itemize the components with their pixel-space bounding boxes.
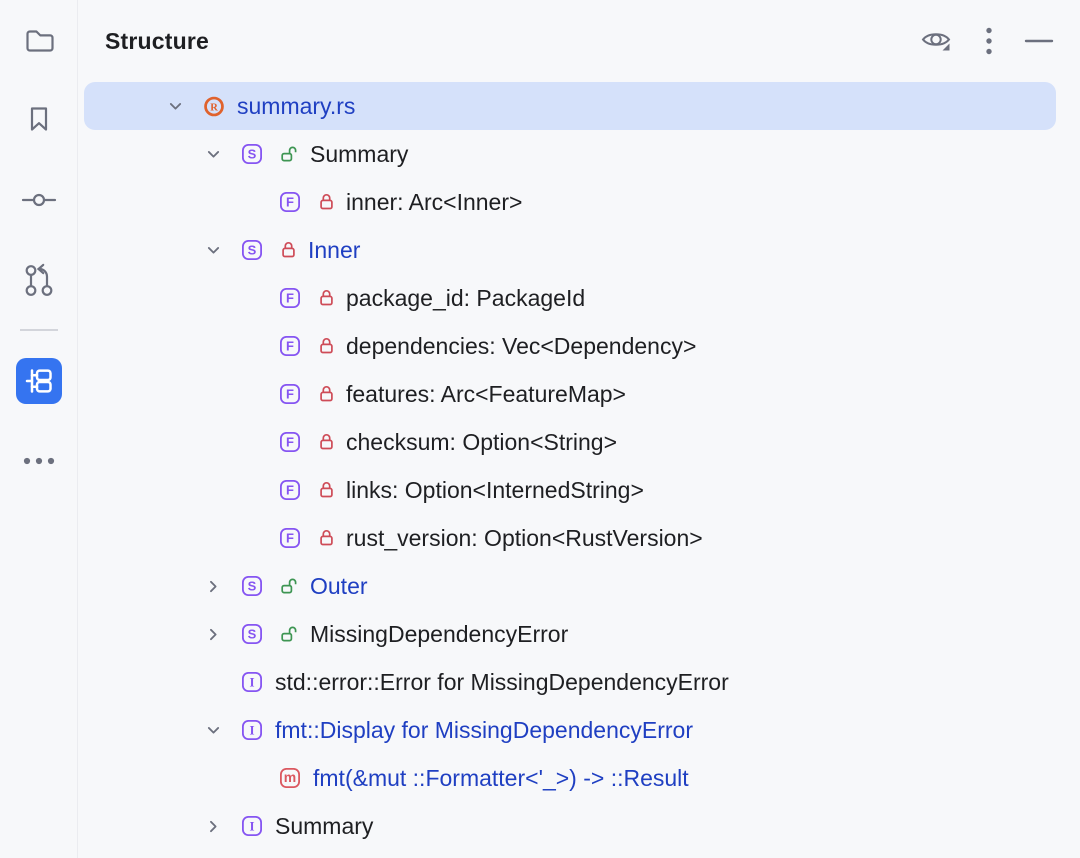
struct-icon: S	[241, 574, 263, 599]
lock-open-icon	[281, 625, 298, 643]
svg-text:I: I	[249, 819, 254, 834]
lock-closed-icon	[281, 241, 296, 259]
tree-row-label: features: Arc<FeatureMap>	[346, 380, 626, 407]
tree-row[interactable]: S Inner	[84, 226, 1056, 274]
field-icon: F	[279, 526, 301, 551]
svg-text:F: F	[286, 483, 294, 498]
lock-closed-icon	[319, 385, 334, 403]
structure-header: Structure	[78, 0, 1080, 82]
svg-text:F: F	[286, 339, 294, 354]
chevron-down-icon[interactable]	[162, 98, 200, 115]
panel-title: Structure	[105, 27, 210, 54]
field-icon: F	[279, 382, 301, 407]
lock-closed-icon	[319, 337, 334, 355]
tree-row-label: checksum: Option<String>	[346, 428, 618, 455]
lock-open-icon	[281, 577, 298, 595]
tree-row-label: fmt(&mut ::Formatter<'_>) -> ::Result	[313, 764, 689, 791]
view-options-icon[interactable]	[918, 25, 954, 57]
panel-toolbar	[918, 24, 1054, 58]
tree-row-label: package_id: PackageId	[346, 284, 586, 311]
tree-row-label: Summary	[310, 140, 409, 167]
rust-file-icon: R	[203, 94, 225, 119]
struct-icon: S	[241, 238, 263, 263]
lock-closed-icon	[319, 529, 334, 547]
tree-row[interactable]: m fmt(&mut ::Formatter<'_>) -> ::Result	[84, 754, 1056, 802]
svg-text:S: S	[248, 147, 257, 162]
svg-text:F: F	[286, 195, 294, 210]
tool-window-stripe	[0, 0, 78, 858]
lock-open-icon	[281, 145, 298, 163]
tree-row-label: inner: Arc<Inner>	[346, 188, 523, 215]
tree-row-label: dependencies: Vec<Dependency>	[346, 332, 697, 359]
stripe-divider	[20, 329, 58, 331]
svg-text:I: I	[249, 723, 254, 738]
tree-row[interactable]: S MissingDependencyError	[84, 610, 1056, 658]
trait-icon: I	[241, 814, 263, 839]
svg-text:S: S	[248, 627, 257, 642]
struct-icon: S	[241, 142, 263, 167]
tree-row-label: Summary	[275, 812, 374, 839]
chevron-right-icon[interactable]	[200, 578, 238, 595]
commit-icon[interactable]	[0, 182, 77, 218]
tree-row[interactable]: I Summary	[84, 802, 1056, 850]
svg-text:F: F	[286, 435, 294, 450]
trait-icon: I	[241, 670, 263, 695]
lock-closed-icon	[319, 433, 334, 451]
tree-row-label: MissingDependencyError	[310, 620, 569, 647]
svg-text:F: F	[286, 291, 294, 306]
struct-icon: S	[241, 622, 263, 647]
lock-closed-icon	[319, 481, 334, 499]
field-icon: F	[279, 190, 301, 215]
field-icon: F	[279, 478, 301, 503]
chevron-down-icon[interactable]	[200, 146, 238, 163]
chevron-down-icon[interactable]	[200, 242, 238, 259]
hide-icon[interactable]	[1024, 37, 1054, 45]
svg-text:F: F	[286, 387, 294, 402]
lock-closed-icon	[319, 289, 334, 307]
chevron-down-icon[interactable]	[200, 722, 238, 739]
tree-row-label: Outer	[310, 572, 368, 599]
chevron-right-icon[interactable]	[200, 818, 238, 835]
tree-row-label: Inner	[308, 236, 361, 263]
tree-row-label: std::error::Error for MissingDependencyE…	[275, 668, 729, 695]
method-icon: m	[279, 766, 301, 791]
field-icon: F	[279, 334, 301, 359]
tree-row-label: fmt::Display for MissingDependencyError	[275, 716, 693, 743]
trait-icon: I	[241, 718, 263, 743]
tree-row-label: rust_version: Option<RustVersion>	[346, 524, 703, 551]
lock-closed-icon	[319, 193, 334, 211]
field-icon: F	[279, 430, 301, 455]
svg-text:S: S	[248, 243, 257, 258]
pull-requests-icon[interactable]	[0, 259, 77, 303]
bookmarks-icon[interactable]	[0, 101, 77, 137]
structure-icon[interactable]	[0, 358, 77, 404]
svg-text:S: S	[248, 579, 257, 594]
svg-text:R: R	[210, 102, 218, 113]
project-folder-icon[interactable]	[0, 23, 77, 59]
field-icon: F	[279, 286, 301, 311]
svg-text:I: I	[249, 675, 254, 690]
svg-text:m: m	[284, 769, 296, 785]
tree-row-label: links: Option<InternedString>	[346, 476, 644, 503]
chevron-right-icon[interactable]	[200, 626, 238, 643]
tree-row-label: summary.rs	[237, 92, 356, 119]
tree-row[interactable]: S Outer	[84, 562, 1056, 610]
tree-row[interactable]: S Summary	[84, 130, 1056, 178]
svg-text:F: F	[286, 531, 294, 546]
more-tool-windows-icon[interactable]	[0, 452, 77, 470]
more-options-icon[interactable]	[984, 24, 994, 58]
